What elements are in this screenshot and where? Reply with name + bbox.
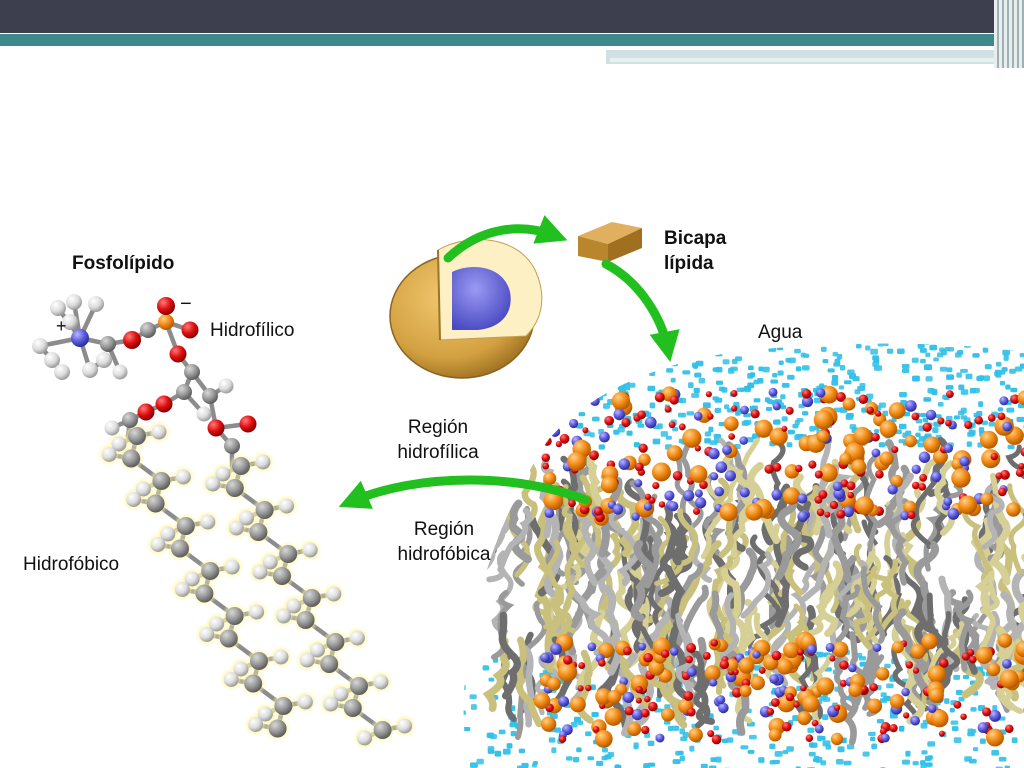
header-bar <box>0 0 1024 33</box>
arrow-bilayer-to-membrane <box>601 259 680 363</box>
label-hydrophilic-region: Región hidrofílica <box>397 417 479 463</box>
arrow-cell-to-bilayer <box>443 215 568 263</box>
membrane-simulation <box>463 343 1024 768</box>
header-stripe <box>0 34 1024 46</box>
negative-charge: − <box>180 293 192 315</box>
label-hydrophobic: Hidrofóbico <box>23 554 120 575</box>
label-hydrophobic-region: Región hidrofóbica <box>397 519 491 565</box>
label-bilayer: Bicapa lípida <box>664 228 727 274</box>
header-underline-inner <box>610 58 1024 62</box>
arrows <box>338 215 680 509</box>
arrow-membrane-to-molecule <box>338 475 591 509</box>
molecule-glow <box>97 420 417 750</box>
header-end-bars <box>994 0 1024 68</box>
positive-charge: + <box>56 316 67 336</box>
label-hydrophilic: Hidrofílico <box>210 320 295 341</box>
molecule-atoms <box>32 294 413 746</box>
cell-illustration <box>389 239 543 379</box>
label-phospholipid: Fosfolípido <box>72 253 175 274</box>
bilayer-block <box>578 222 642 262</box>
label-water: Agua <box>758 322 803 343</box>
phospholipid-molecule <box>32 294 417 750</box>
